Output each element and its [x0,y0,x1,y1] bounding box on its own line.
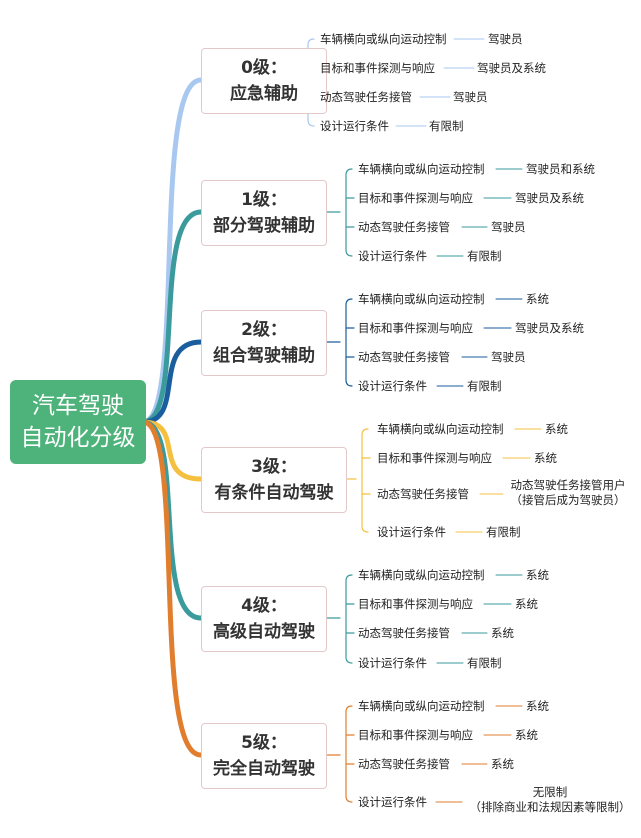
level-5-title: 5级： [241,733,287,753]
level-2-item-4-label: 设计运行条件 [358,379,427,393]
level-3-item-2-label: 目标和事件探测与响应 [377,451,492,465]
level-0-item-3-value: 驾驶员 [453,90,488,104]
root-title-line1: 汽车驾驶 [32,393,124,419]
level-0-item-2-value: 驾驶员及系统 [477,61,546,75]
level-2-item-3-label: 动态驾驶任务接管 [358,350,450,364]
level-5-bracket [324,705,353,803]
level-4-item-1-value: 系统 [526,568,549,582]
level-2-name: 组合驾驶辅助 [213,346,315,366]
level-1-item-1-label: 车辆横向或纵向运动控制 [358,162,485,176]
level-2-title: 2级： [241,320,287,340]
level-3-item-1-value: 系统 [545,422,568,436]
level-4-item-1-label: 车辆横向或纵向运动控制 [358,568,485,582]
level-0-item-1-label: 车辆横向或纵向运动控制 [320,32,447,46]
level-2-item-1-value: 系统 [526,292,549,306]
level-0-node[interactable]: 0级： 应急辅助 [201,48,327,114]
level-0-item-4-label: 设计运行条件 [320,119,389,133]
level-5-item-2-label: 目标和事件探测与响应 [358,728,473,742]
level-5-item-1-value: 系统 [526,699,549,713]
level-4-item-3-label: 动态驾驶任务接管 [358,626,450,640]
level-3-item-3-value: 动态驾驶任务接管用户 （接管后成为驾驶员） [505,478,631,508]
level-5-item-4-value-line2: （排除商业和法规因素等限制） [469,800,631,814]
level-2-item-1-label: 车辆横向或纵向运动控制 [358,292,485,306]
level-2-item-3-value: 驾驶员 [491,350,526,364]
level-4-bracket [324,574,353,664]
level-5-item-1-label: 车辆横向或纵向运动控制 [358,699,485,713]
level-3-item-4-value: 有限制 [486,525,521,539]
root-title-line2: 自动化分级 [20,425,136,451]
level-1-item-3-label: 动态驾驶任务接管 [358,220,450,234]
level-3-item-3-value-line1: 动态驾驶任务接管用户 [510,478,626,492]
level-4-node[interactable]: 4级： 高级自动驾驶 [201,586,327,652]
level-3-item-4-label: 设计运行条件 [377,525,446,539]
level-4-title: 4级： [241,596,287,616]
level-3-bracket [344,428,369,533]
level-3-item-2-value: 系统 [534,451,557,465]
level-1-node[interactable]: 1级： 部分驾驶辅助 [201,180,327,246]
level-5-item-4-value-line1: 无限制 [532,785,568,799]
level-1-connector [140,209,204,425]
level-1-item-2-value: 驾驶员及系统 [515,191,584,205]
level-5-node[interactable]: 5级： 完全自动驾驶 [201,723,327,789]
level-2-item-4-value: 有限制 [467,379,502,393]
level-1-item-1-value: 驾驶员和系统 [526,162,595,176]
level-1-item-4-value: 有限制 [467,249,502,263]
level-5-item-3-label: 动态驾驶任务接管 [358,757,450,771]
level-0-name: 应急辅助 [230,84,298,104]
level-4-item-2-value: 系统 [515,597,538,611]
level-0-title: 0级： [241,58,287,78]
level-1-title: 1级： [241,190,287,210]
level-1-item-4-label: 设计运行条件 [358,249,427,263]
level-5-item-2-value: 系统 [515,728,538,742]
level-0-item-1-value: 驾驶员 [488,32,523,46]
level-3-connector [140,419,204,482]
level-0-item-4-value: 有限制 [429,119,464,133]
level-3-item-3-value-line2: （接管后成为驾驶员） [510,493,626,507]
level-5-item-3-value: 系统 [491,757,514,771]
level-3-node[interactable]: 3级： 有条件自动驾驶 [201,447,347,513]
level-2-item-2-label: 目标和事件探测与响应 [358,321,473,335]
level-2-node[interactable]: 2级： 组合驾驶辅助 [201,310,327,376]
level-4-item-3-value: 系统 [491,626,514,640]
level-3-item-1-label: 车辆横向或纵向运动控制 [377,422,504,436]
level-4-item-4-label: 设计运行条件 [358,656,427,670]
level-2-item-2-value: 驾驶员及系统 [515,321,584,335]
level-2-connector [140,339,204,425]
level-5-name: 完全自动驾驶 [213,759,315,779]
level-4-item-2-label: 目标和事件探测与响应 [358,597,473,611]
level-4-item-4-value: 有限制 [467,656,502,670]
level-0-connector [140,77,204,425]
level-1-bracket [324,168,353,257]
level-0-item-2-label: 目标和事件探测与响应 [320,61,435,75]
level-3-title: 3级： [251,457,297,477]
level-3-name: 有条件自动驾驶 [214,483,334,503]
root-node[interactable]: 汽车驾驶 自动化分级 [10,380,146,464]
level-1-item-3-value: 驾驶员 [491,220,526,234]
level-1-item-2-label: 目标和事件探测与响应 [358,191,473,205]
level-2-bracket [324,298,353,387]
level-4-name: 高级自动驾驶 [213,622,315,642]
level-5-connector [140,419,204,758]
level-5-item-4-value: 无限制 （排除商业和法规因素等限制） [466,785,634,815]
level-5-item-4-label: 设计运行条件 [358,795,427,809]
level-3-item-3-label: 动态驾驶任务接管 [377,487,469,501]
level-1-name: 部分驾驶辅助 [213,216,315,236]
level-0-item-3-label: 动态驾驶任务接管 [320,90,412,104]
